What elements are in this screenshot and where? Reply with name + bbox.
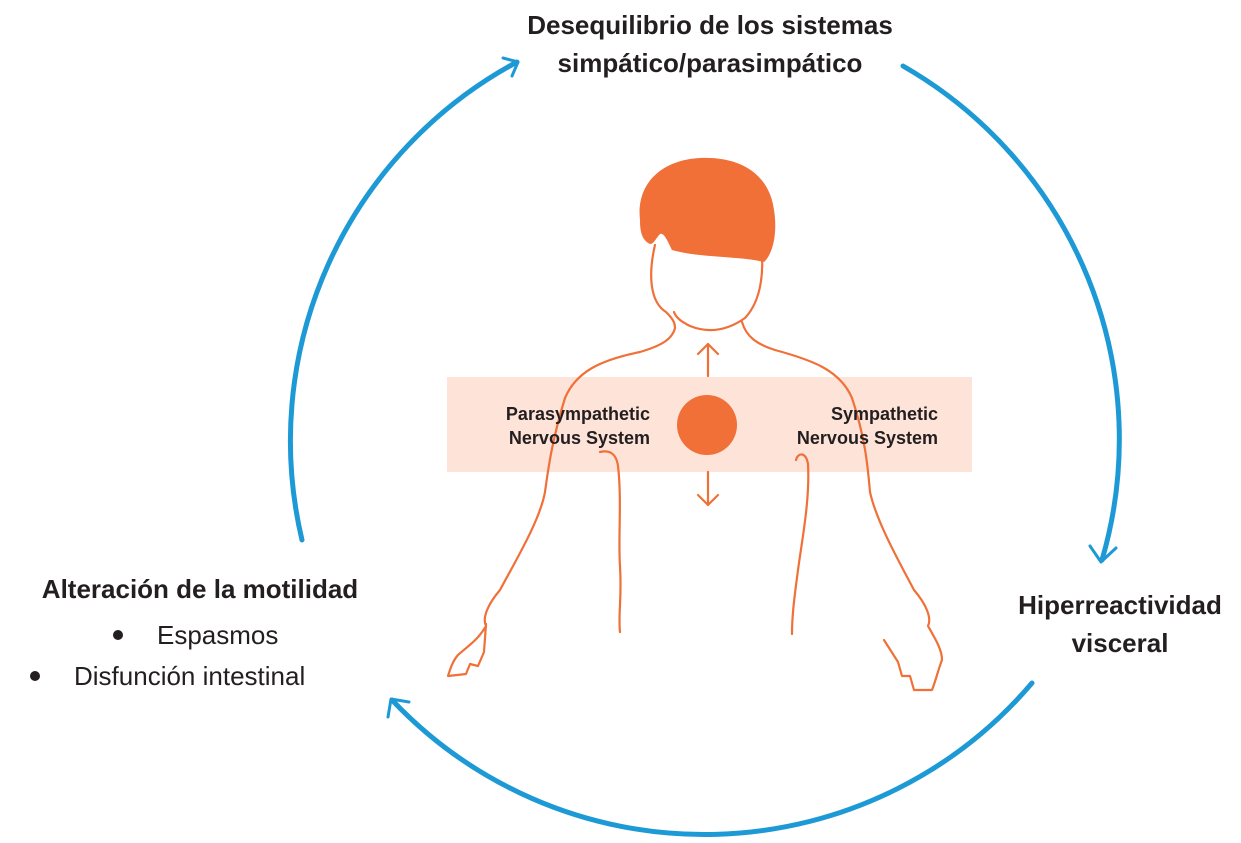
label-sympathetic: Sympathetic Nervous System — [770, 402, 938, 450]
label-imbalance: Desequilibrio de los sistemas simpático/… — [460, 6, 960, 82]
cycle-arrowhead-right — [1088, 544, 1118, 564]
cycle-arrowhead-bottom — [386, 697, 411, 719]
label-parasympathetic-line-1: Parasympathetic — [505, 404, 650, 424]
cycle-arc-right — [900, 63, 1122, 563]
label-imbalance-line-2: simpático/parasimpático — [557, 48, 863, 78]
label-visceral-line-1: Hiperreactividad — [1018, 590, 1222, 620]
label-imbalance-line-1: Desequilibrio de los sistemas — [527, 10, 893, 40]
label-parasympathetic: Parasympathetic Nervous System — [470, 402, 650, 450]
figure-face — [563, 243, 677, 400]
cycle-arc-top-left — [287, 59, 520, 543]
center-circle — [677, 395, 737, 455]
cycle-arrowhead-top — [501, 56, 520, 78]
label-parasympathetic-line-2: Nervous System — [508, 428, 650, 448]
list-item: Disfunción intestinal — [30, 657, 305, 695]
figure-hair — [639, 157, 776, 262]
arrow-up-icon — [696, 342, 720, 378]
label-sympathetic-line-1: Sympathetic — [830, 404, 938, 424]
figure-left-arm — [446, 396, 567, 678]
label-visceral-hyperreactivity: Hiperreactividad visceral — [995, 586, 1241, 662]
list-item: Espasmos — [113, 616, 278, 654]
arrow-down-icon — [696, 470, 720, 507]
figure-right-inner-arm — [790, 453, 810, 636]
human-figure — [446, 238, 944, 692]
label-sympathetic-line-2: Nervous System — [796, 428, 938, 448]
label-visceral-line-2: visceral — [1071, 628, 1169, 658]
figure-face-right — [672, 238, 764, 332]
bullet-icon — [30, 671, 40, 682]
bullet-text: Espasmos — [157, 620, 279, 650]
figure-left-inner-arm — [598, 450, 622, 634]
figure-neck-right — [740, 320, 854, 400]
label-motility-heading: Alteración de la motilidad — [41, 574, 359, 604]
cycle-arc-bottom — [389, 680, 1035, 837]
figure-right-arm — [850, 396, 944, 692]
bullet-text: Disfunción intestinal — [74, 661, 306, 691]
bullet-icon — [113, 630, 123, 641]
